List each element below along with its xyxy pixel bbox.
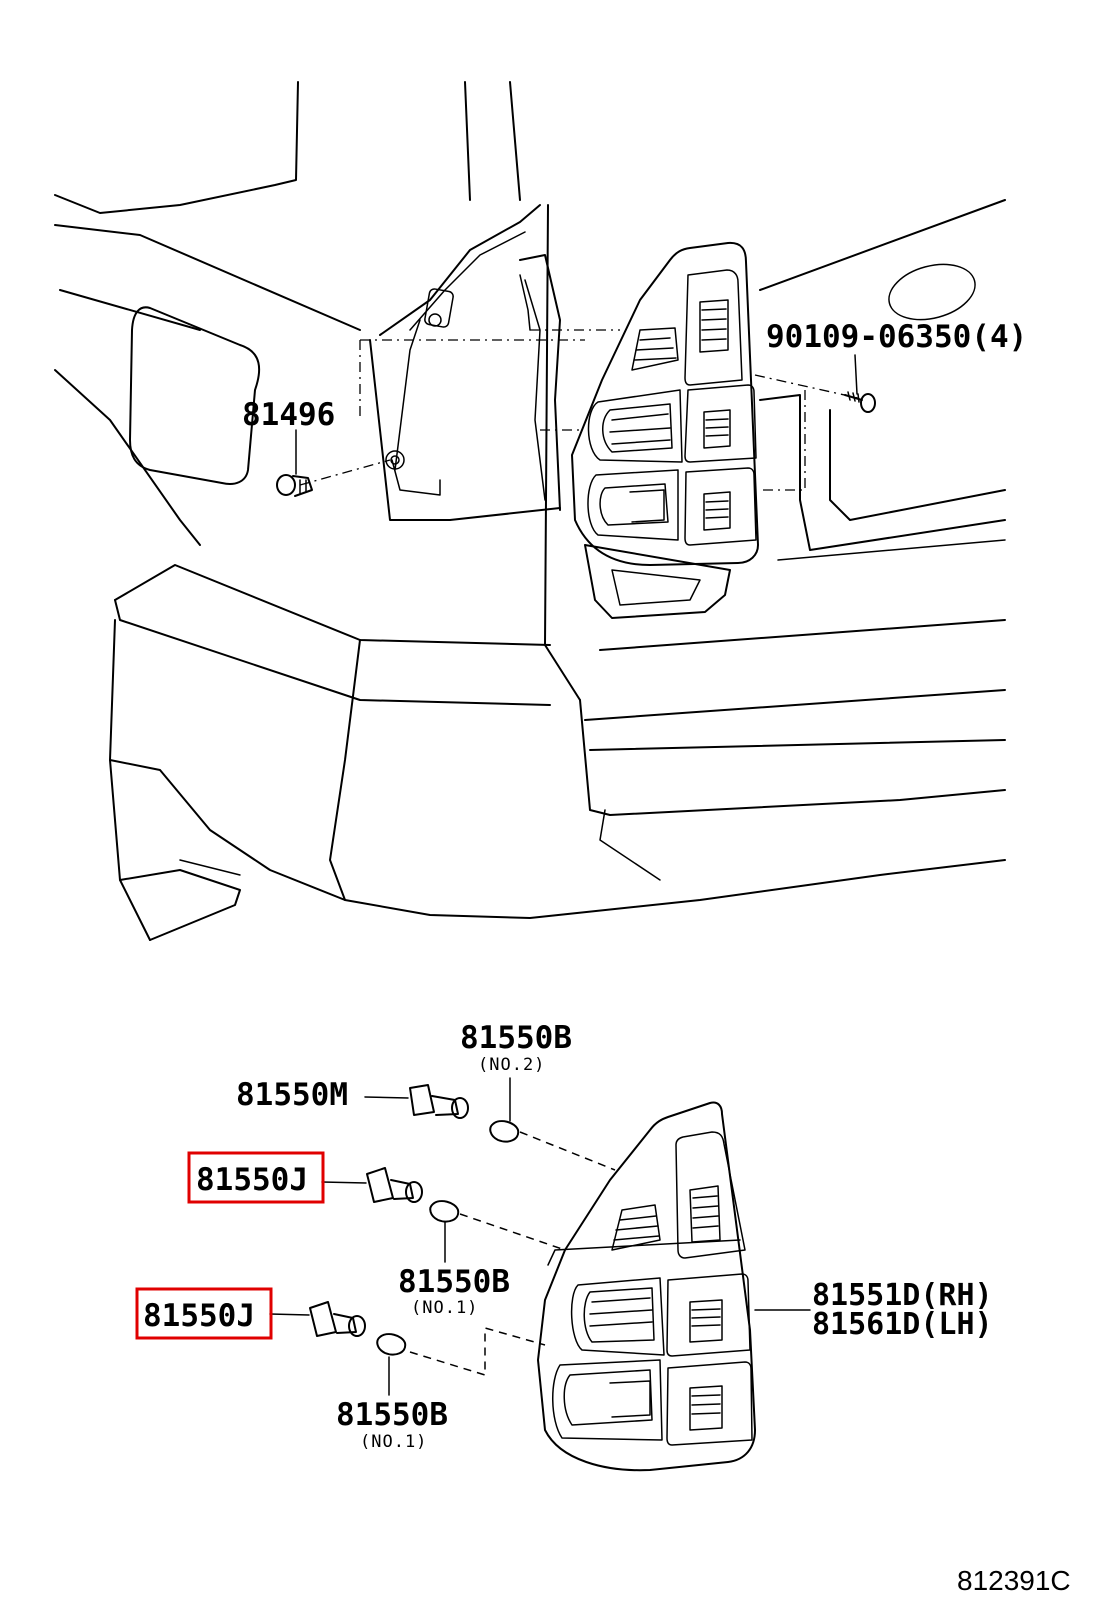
bulb-no1-mid-icon (429, 1200, 460, 1223)
label-81550j-low: 81550J (143, 1298, 255, 1334)
label-81561d-lh: 81561D(LH) (812, 1307, 993, 1342)
clip-81496-icon (276, 474, 313, 497)
diagram-reference-number: 812391C (957, 1565, 1071, 1596)
tail-lamp-upper (571, 241, 759, 566)
label-no1-mid-note: (NO.1) (411, 1298, 478, 1318)
socket-81550j-low-icon (309, 1301, 366, 1337)
socket-81550m-icon (409, 1084, 469, 1119)
label-81551d-rh: 81551D(RH) (812, 1278, 993, 1313)
label-81550b-top: 81550B (460, 1020, 572, 1056)
label-81496: 81496 (242, 397, 335, 433)
label-81550j-mid: 81550J (196, 1162, 308, 1198)
screw-90109-icon (844, 391, 876, 413)
label-no1-low-note: (NO.1) (360, 1432, 427, 1452)
label-81550b-low: 81550B (336, 1397, 448, 1433)
highlight-box-low (135, 1287, 273, 1340)
highlight-box-mid (187, 1151, 325, 1204)
label-no2-note: (NO.2) (478, 1055, 545, 1075)
vehicle-rear-illustration (54, 81, 1006, 941)
label-81550b-mid: 81550B (398, 1264, 510, 1300)
label-81550m: 81550M (236, 1077, 348, 1113)
socket-81550j-mid-icon (366, 1167, 423, 1203)
bulb-no2-icon (489, 1120, 520, 1143)
tail-lamp-exploded (537, 1101, 756, 1472)
bulb-no1-low-icon (376, 1333, 407, 1356)
label-90109-06350: 90109-06350(4) (766, 319, 1027, 355)
